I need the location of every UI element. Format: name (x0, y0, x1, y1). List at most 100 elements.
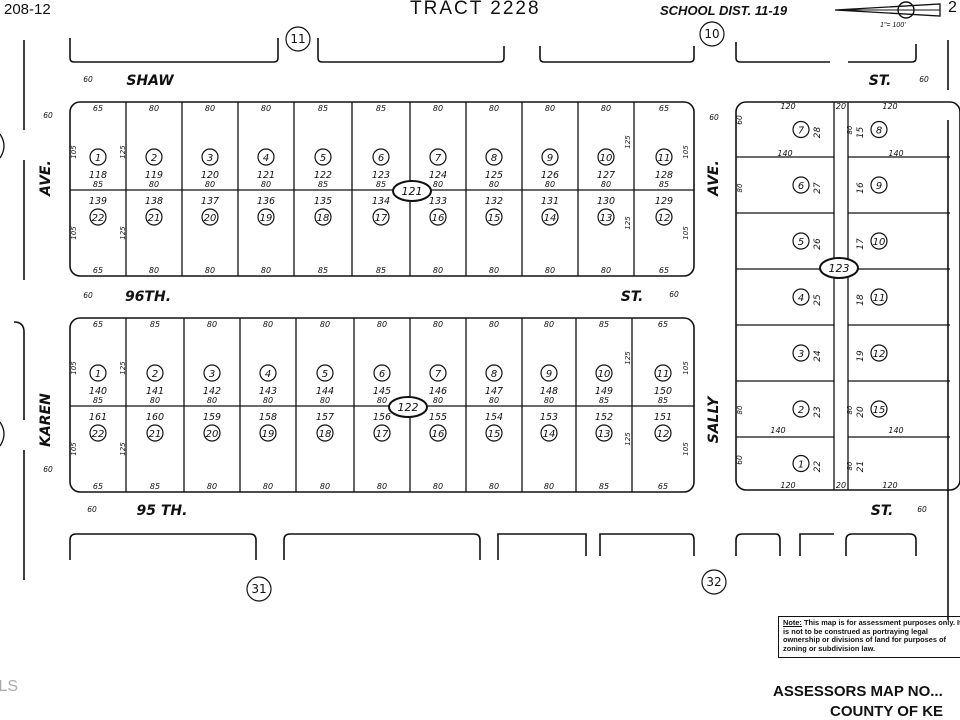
lot-frontage: 20 (836, 102, 846, 111)
lot-number: 10 (873, 237, 886, 248)
lot-number: 20 (204, 213, 217, 224)
lot-number: 1 (798, 460, 804, 471)
lot-number: 8 (876, 126, 882, 137)
lot-depth: 125 (624, 216, 632, 230)
lot-mid-width: 80 (601, 180, 611, 189)
parcel-number: 27 (813, 182, 823, 194)
lot-number: 3 (207, 153, 213, 164)
lot-number-circle (314, 208, 332, 226)
lot-number: 11 (658, 153, 671, 164)
parcel-number: 122 (314, 170, 332, 181)
lot-number-circle (429, 424, 447, 442)
lot-frontage: 80 (149, 104, 159, 113)
lot-frontage: 80 (263, 482, 273, 491)
lot-mid-width: 80 (150, 396, 160, 405)
lot-depth: 80 (846, 405, 854, 414)
parcel-number: 28 (813, 127, 823, 139)
adjacent-parcel-edge (0, 133, 5, 159)
parcel-number: 140 (89, 386, 107, 397)
parcel-number: 120 (201, 170, 219, 181)
parcel-number: 26 (813, 238, 823, 250)
lot-number: 14 (543, 429, 556, 440)
parcel-number: 16 (856, 182, 866, 194)
parcel-number: 141 (146, 386, 164, 397)
lot-number: 10 (600, 153, 613, 164)
parcel-number: 136 (257, 196, 275, 207)
street-width-dim: 60 (735, 115, 744, 125)
lot-frontage: 80 (205, 266, 215, 275)
lot-depth: 140 (888, 426, 903, 435)
street-width-dim: 60 (43, 111, 53, 120)
lot-number-circle (870, 288, 888, 306)
lot-number: 14 (544, 213, 557, 224)
lot-number: 12 (658, 213, 671, 224)
lot-frontage: 65 (659, 266, 669, 275)
lot-depth: 105 (682, 145, 690, 159)
block-121-outline (69, 101, 695, 277)
lot-frontage: 85 (376, 266, 386, 275)
lot-number: 6 (379, 369, 385, 380)
lot-number: 17 (376, 429, 389, 440)
parcel-number: 154 (485, 412, 503, 423)
lot-depth: 80 (846, 461, 854, 470)
lot-frontage: 120 (882, 481, 897, 490)
parcel-number: 152 (595, 412, 613, 423)
parcel-number: 25 (813, 294, 823, 306)
lot-mid-width: 85 (376, 180, 386, 189)
adjacent-block-edge (69, 38, 279, 63)
lot-mid-width: 80 (205, 180, 215, 189)
lot-number: 4 (263, 153, 269, 164)
parcel-number: 118 (89, 170, 107, 181)
lot-number: 5 (320, 153, 326, 164)
lot-number-circle (597, 208, 615, 226)
street-width-dim: 60 (919, 75, 929, 84)
lot-number-circle (485, 424, 503, 442)
lot-frontage: 80 (433, 482, 443, 491)
lot-mid-width: 80 (489, 180, 499, 189)
adjacent-block-edge (735, 42, 830, 63)
lot-number: 9 (546, 369, 552, 380)
lot-number-circle (541, 208, 559, 226)
parcel-number: 17 (856, 238, 866, 250)
parcel-number: 133 (429, 196, 447, 207)
street-name-ave-karen: AVE. (38, 160, 54, 197)
street-width-dim: 60 (735, 455, 744, 465)
lot-number-circle (870, 344, 888, 362)
lot-frontage: 80 (544, 320, 554, 329)
lot-number: 13 (598, 429, 611, 440)
parcel-number: 159 (203, 412, 221, 423)
street-name-sally: SALLY (706, 395, 722, 444)
lot-number-circle (201, 208, 219, 226)
lot-depth: 105 (682, 226, 690, 240)
lot-frontage: 80 (489, 482, 499, 491)
adjacent-sheet-number: 31 (251, 582, 266, 596)
lot-number: 4 (265, 369, 271, 380)
parcel-number: 148 (540, 386, 558, 397)
adjacent-parcel-edge (0, 421, 5, 447)
lot-depth: 125 (624, 135, 632, 149)
assessors-map-title: ASSESSORS MAP NO... (773, 683, 943, 700)
lot-number-circle (429, 148, 447, 166)
lot-number: 6 (798, 181, 804, 192)
adjacent-block-edge (13, 321, 25, 420)
lot-number: 12 (657, 429, 670, 440)
adjacent-block-edge (283, 533, 481, 560)
lot-frontage: 65 (658, 320, 668, 329)
parcel-number: 121 (257, 170, 275, 181)
lot-number: 4 (798, 293, 804, 304)
adjacent-block-edge (848, 44, 917, 63)
lot-number: 21 (149, 429, 162, 440)
footer-left-mark: ILS (0, 678, 19, 695)
lot-number-circle (429, 208, 447, 226)
lot-number-circle (89, 424, 107, 442)
lot-depth: 125 (624, 351, 632, 365)
lot-number: 19 (262, 429, 275, 440)
lot-depth: 105 (682, 442, 690, 456)
parcel-number: 160 (146, 412, 164, 423)
lot-frontage: 80 (377, 320, 387, 329)
lot-number-circle (316, 364, 334, 382)
lot-frontage: 80 (261, 266, 271, 275)
lot-number-circle (541, 148, 559, 166)
lot-number: 2 (152, 369, 158, 380)
lot-number-circle (655, 208, 673, 226)
